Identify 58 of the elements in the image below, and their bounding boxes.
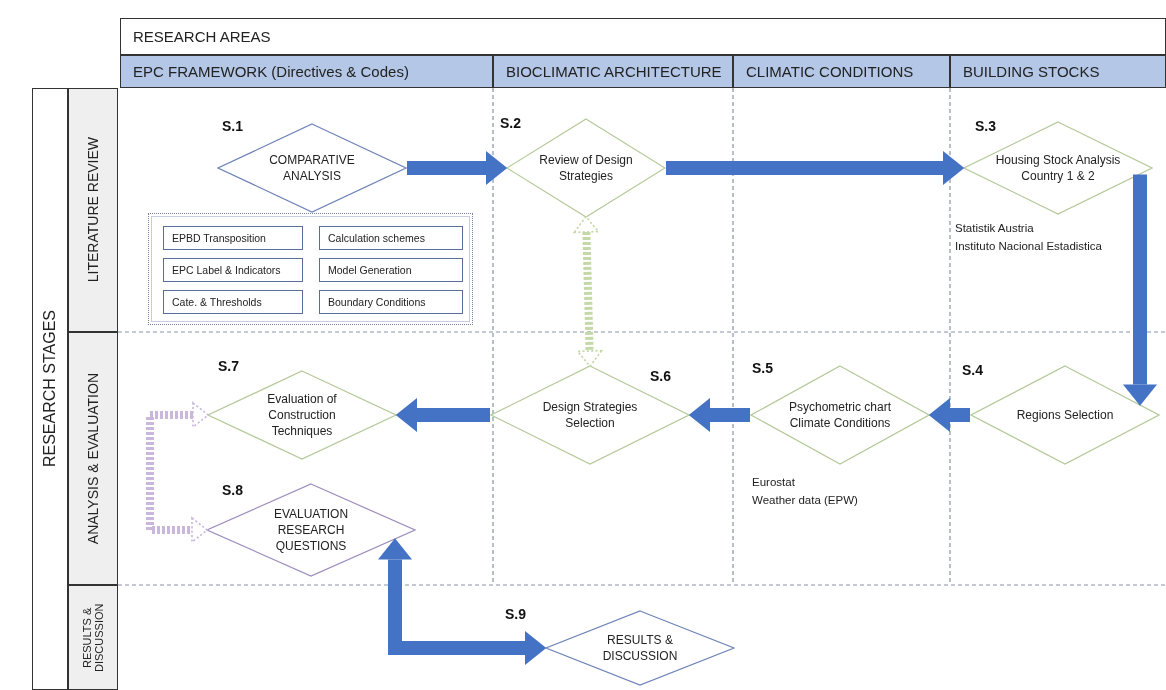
- hollow-arrow: [573, 215, 603, 368]
- step-number: S.5: [752, 360, 773, 376]
- header-band: RESEARCH AREAS: [120, 18, 1166, 55]
- step-number: S.9: [505, 606, 526, 622]
- source-text: Eurostat: [752, 476, 795, 488]
- step-label: Evaluation of Construction Techniques: [266, 390, 338, 440]
- step-number: S.4: [962, 362, 983, 378]
- topic-box: EPBD Transposition: [163, 226, 303, 250]
- band-label: RESEARCH STAGES: [41, 310, 59, 468]
- source-text: Instituto Nacional Estadistica: [955, 240, 1103, 252]
- column-header: BIOCLIMATIC ARCHITECTURE: [493, 55, 733, 88]
- step-label: Review of Design Strategies: [538, 151, 634, 185]
- step-number: S.7: [218, 358, 239, 374]
- group-box: [148, 213, 473, 325]
- block-arrow: [1123, 174, 1157, 406]
- block-arrow: [395, 398, 490, 432]
- step-number: S.8: [222, 482, 243, 498]
- row-header: [68, 585, 118, 690]
- step-number: S.6: [650, 368, 671, 384]
- source-text: Weather data (EPW): [752, 494, 858, 506]
- band-label: ANALYSIS & EVALUATION: [85, 372, 101, 545]
- topic-box: Calculation schemes: [319, 226, 463, 250]
- column-header: BUILDING STOCKS: [950, 55, 1166, 88]
- step-label: RESULTS & DISCUSSION: [601, 631, 679, 665]
- band-label: LITERATURE REVIEW: [85, 137, 101, 283]
- step-diamond: [963, 121, 1153, 215]
- step-label: Regions Selection: [1015, 406, 1115, 424]
- step-label: EVALUATION RESEARCH QUESTIONS: [272, 505, 350, 555]
- step-number: S.3: [975, 118, 996, 134]
- column-header: EPC FRAMEWORK (Directives & Codes): [120, 55, 493, 88]
- stage-band: [32, 88, 68, 690]
- row-header: [68, 88, 118, 332]
- topic-box: Boundary Conditions: [319, 290, 463, 314]
- step-label: Design Strategies Selection: [541, 398, 639, 432]
- step-diamond: [750, 365, 930, 465]
- topic-box: Cate. & Thresholds: [163, 290, 303, 314]
- hollow-arrow: [146, 402, 210, 543]
- row-header: [68, 332, 118, 585]
- topic-box: EPC Label & Indicators: [163, 258, 303, 282]
- step-label: Psychometric chart Climate Conditions: [788, 398, 892, 432]
- column-header: CLIMATIC CONDITIONS: [733, 55, 950, 88]
- step-diamond: [490, 365, 690, 465]
- step-label: Housing Stock Analysis Country 1 & 2: [994, 151, 1122, 185]
- source-text: Statistik Austria: [955, 222, 1034, 234]
- block-arrow: [378, 538, 547, 665]
- step-number: S.1: [222, 118, 243, 134]
- step-number: S.2: [500, 115, 521, 131]
- topic-box: Model Generation: [319, 258, 463, 282]
- block-arrow: [666, 151, 965, 185]
- step-diamond: [206, 483, 416, 577]
- step-diamond: [217, 123, 407, 213]
- step-diamond: [545, 610, 735, 686]
- block-arrow: [407, 151, 508, 185]
- block-arrow: [928, 398, 970, 432]
- block-arrow: [688, 398, 750, 432]
- step-label: COMPARATIVE ANALYSIS: [268, 151, 356, 185]
- step-diamond: [207, 370, 397, 460]
- band-label: RESULTS & DISCUSSION: [81, 602, 105, 674]
